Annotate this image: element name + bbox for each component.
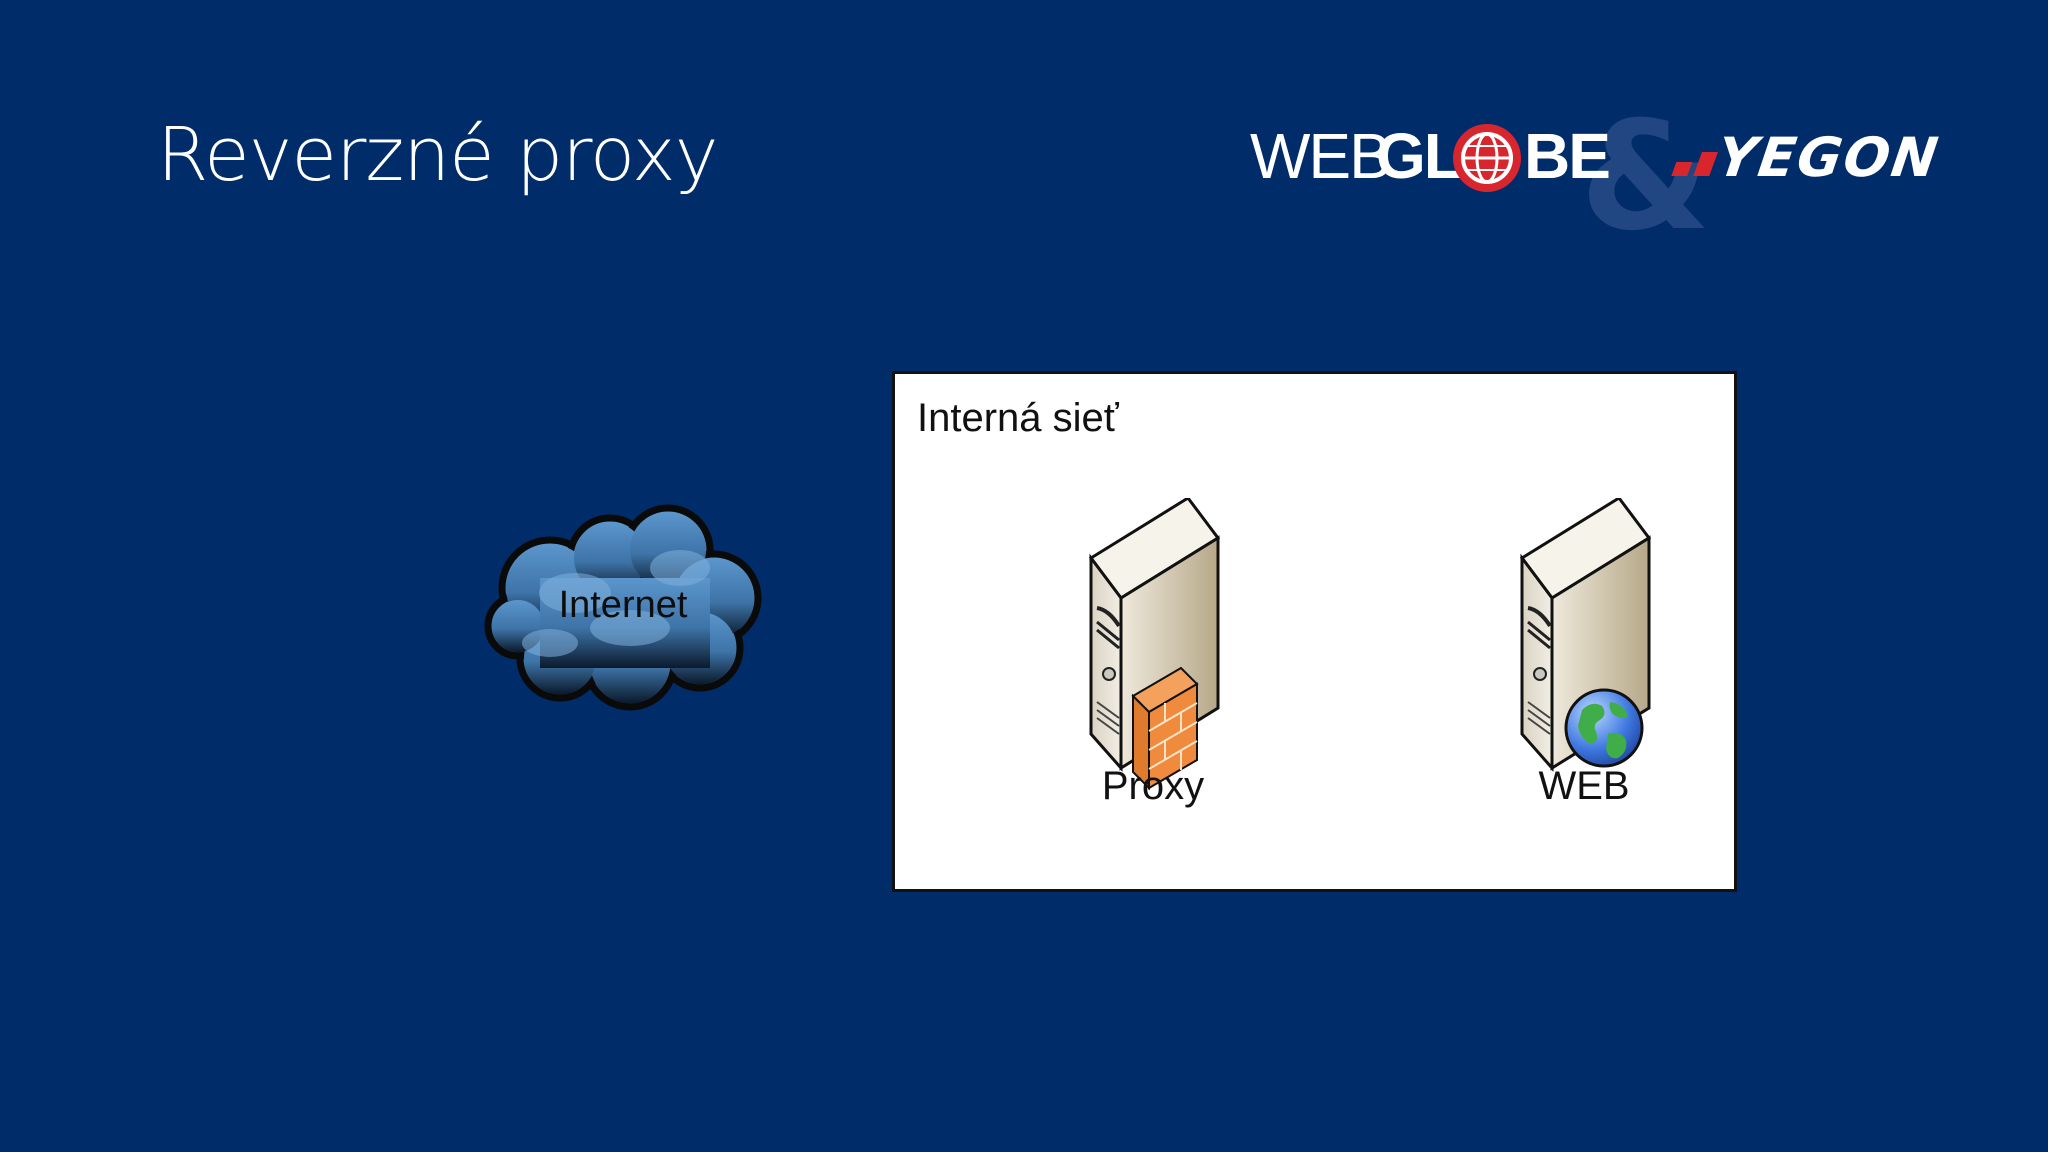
web-label: WEB [1538, 764, 1630, 808]
logo-graphic: & WEB GL BE YEGON [1250, 98, 1943, 248]
svg-text:YEGON: YEGON [1713, 126, 1943, 189]
company-logo: & WEB GL BE YEGON [1250, 98, 2020, 248]
web-server: WEB [1454, 498, 1714, 818]
svg-text:WEB: WEB [1250, 120, 1390, 192]
internet-cloud: Internet [480, 498, 766, 720]
svg-text:BE: BE [1524, 120, 1609, 192]
svg-text:GL: GL [1376, 120, 1462, 192]
cloud-icon [484, 504, 762, 711]
firewall-icon [1131, 666, 1199, 791]
globe-icon [1564, 688, 1644, 768]
internet-label: Internet [558, 584, 688, 626]
slide-title: Reverzné proxy [157, 112, 719, 198]
internal-network-box: Interná sieť [892, 371, 1737, 892]
server-tower-icon [1088, 498, 1221, 791]
logo-ampersand: & [1580, 98, 1711, 248]
network-title: Interná sieť [917, 396, 1119, 440]
server-tower-icon [1519, 498, 1652, 772]
proxy-label: Proxy [1101, 764, 1205, 808]
proxy-server: Proxy [1023, 498, 1283, 818]
